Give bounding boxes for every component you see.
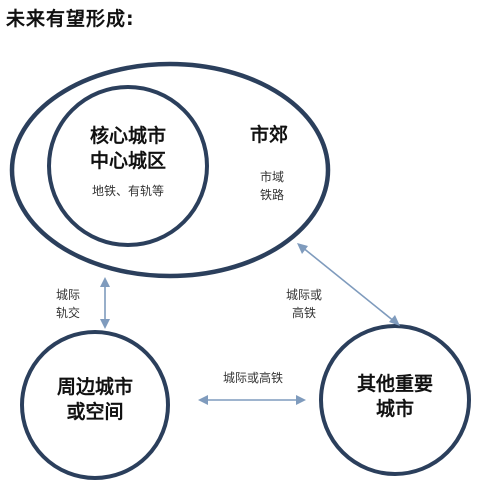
link-core-right-label: 城际或 高铁 (279, 286, 329, 322)
suburb-title: 市郊 (249, 124, 288, 146)
page-title: 未来有望形成: (6, 8, 135, 30)
core-title-line-2: 中心城区 (89, 150, 166, 172)
suburb-note-line-1: 市域 (259, 170, 284, 184)
core-title-line-1: 核心城市 (89, 125, 166, 147)
arrow-core-left (100, 277, 110, 329)
arrow-left-right (198, 395, 306, 405)
outer-region-ellipse (9, 61, 331, 279)
link-core-right-line-2: 高铁 (291, 306, 316, 320)
arrow-core-right (297, 243, 400, 326)
link-core-left-line-1: 城际 (55, 288, 80, 302)
right-node-line-2: 城市 (375, 398, 414, 420)
link-core-left-line-2: 轨交 (55, 306, 80, 320)
left-node-title: 周边城市 或空间 (45, 375, 145, 425)
left-node-line-2: 或空间 (66, 401, 124, 423)
right-node-line-1: 其他重要 (356, 373, 433, 395)
left-node-circle (20, 330, 170, 480)
core-title: 核心城市 中心城区 (78, 124, 178, 174)
core-circle (47, 85, 209, 247)
left-node-line-1: 周边城市 (56, 376, 133, 398)
suburb-note-line-2: 铁路 (259, 188, 284, 202)
core-note: 地铁、有轨等 (91, 184, 164, 198)
link-left-right-label: 城际或高铁 (222, 371, 283, 385)
right-node-circle (319, 324, 471, 476)
link-core-left-label: 城际 轨交 (48, 286, 88, 322)
right-node-title: 其他重要 城市 (345, 372, 445, 422)
suburb-note: 市域 铁路 (252, 168, 292, 204)
link-core-right-line-1: 城际或 (285, 288, 322, 302)
